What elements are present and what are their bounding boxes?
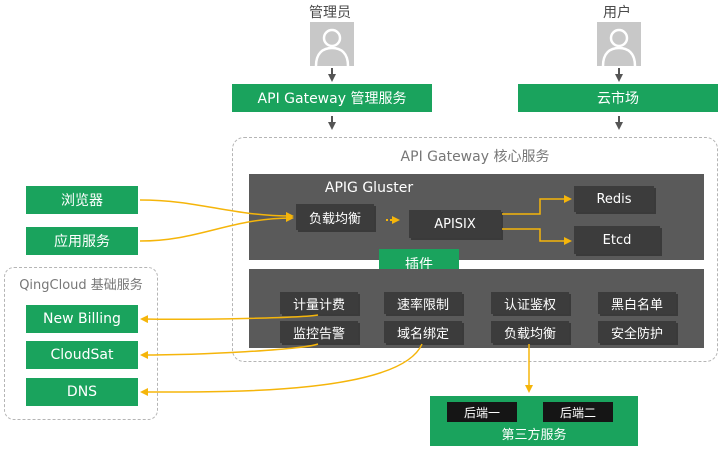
backend-two-box: 后端二 [543,402,613,422]
backend-one-box: 后端一 [447,402,517,422]
plugin-metering-billing: 计量计费 [280,292,358,314]
admin-label: 管理员 [309,5,351,21]
core-service-container [232,137,718,362]
plugin-rate-limit: 速率限制 [384,292,462,314]
core-service-title: API Gateway 核心服务 [400,149,550,165]
dns-box: DNS [26,378,138,406]
wire-metering-to-billing [140,314,319,324]
load-balance-chip: 负载均衡 [296,204,374,230]
browser-box: 浏览器 [26,186,138,214]
apig-cluster-title: APIG Gluster [324,180,414,196]
plugin-load-balance: 负载均衡 [491,321,569,343]
qingcloud-container [4,267,158,420]
redis-chip: Redis [574,186,654,212]
plugin-monitoring-alert: 监控告警 [280,321,358,343]
admin-avatar-icon [310,22,354,66]
app-service-box: 应用服务 [26,227,138,255]
qingcloud-title: QingCloud 基础服务 [19,278,143,293]
wire-monitor-to-cloudsat [140,343,319,359]
plugin-auth: 认证鉴权 [491,292,569,314]
plugin-domain-binding: 域名绑定 [384,321,462,343]
wire-browser-to-lb [139,199,294,220]
new-billing-box: New Billing [26,305,138,333]
api-gateway-admin-service-box: API Gateway 管理服务 [232,84,432,112]
cloudsat-box: CloudSat [26,341,138,369]
user-label: 用户 [603,5,631,21]
plugin-security: 安全防护 [598,321,676,343]
cloud-market-box: 云市场 [518,84,718,112]
etcd-chip: Etcd [574,226,660,254]
wire-domain-to-dns [140,343,423,397]
wire-apisix-to-redis [502,195,572,215]
apisix-chip: APISIX [409,210,501,238]
user-avatar-icon [597,22,641,66]
wire-apisix-to-etcd [502,228,572,245]
wire-app-to-lb [139,214,294,242]
plugin-black-white-list: 黑白名单 [598,292,676,314]
third-party-label: 第三方服务 [501,428,567,443]
